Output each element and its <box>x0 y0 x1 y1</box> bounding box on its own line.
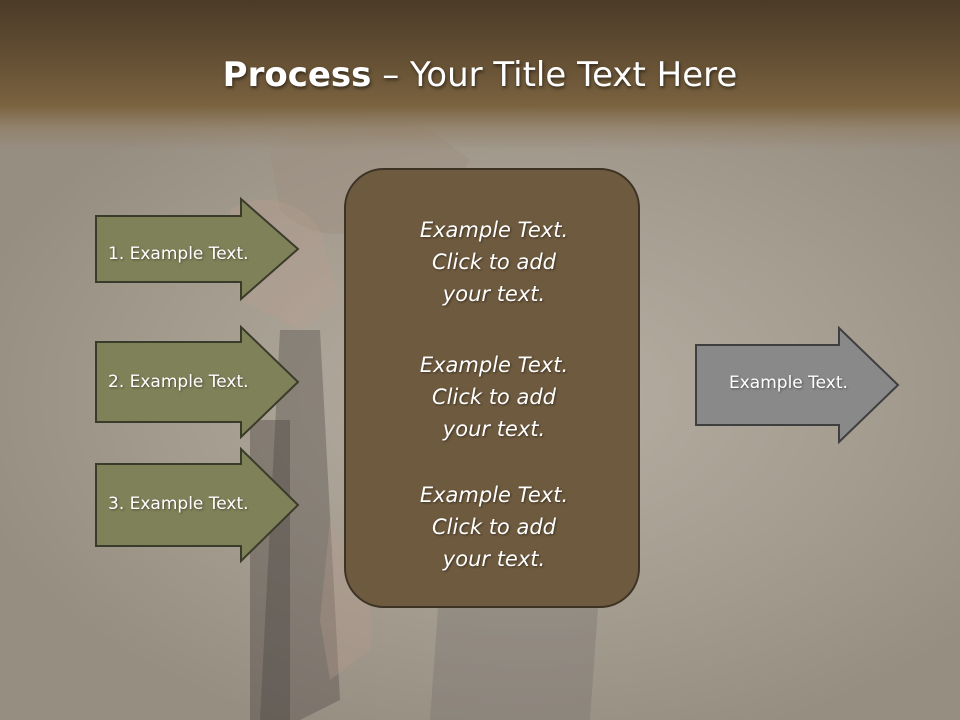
left-arrow-3[interactable]: 3. Example Text. <box>95 446 300 564</box>
center-paragraph-1-line-2: Click to add <box>431 250 556 274</box>
left-arrow-2[interactable]: 2. Example Text. <box>95 324 300 440</box>
left-arrow-1-shape <box>95 196 300 302</box>
title-separator: – <box>371 55 411 95</box>
center-paragraph-1-line-3: your text. <box>442 282 546 306</box>
title-bold: Process <box>222 55 372 95</box>
center-paragraph-2: Example Text. Click to add your text. <box>346 349 642 445</box>
center-paragraph-1-line-1: Example Text. <box>419 218 569 242</box>
center-paragraph-3-line-1: Example Text. <box>419 483 569 507</box>
center-paragraph-2-line-3: your text. <box>442 417 546 441</box>
left-arrow-3-label: 3. Example Text. <box>108 494 249 514</box>
left-arrow-2-shape <box>95 324 300 440</box>
right-arrow-label: Example Text. <box>729 373 848 393</box>
center-paragraph-3: Example Text. Click to add your text. <box>346 479 642 575</box>
title-rest: Your Title Text Here <box>410 55 738 95</box>
right-arrow[interactable]: Example Text. <box>695 325 900 445</box>
left-arrow-2-label: 2. Example Text. <box>108 372 249 392</box>
right-arrow-shape <box>695 325 900 445</box>
center-paragraph-3-line-2: Click to add <box>431 515 556 539</box>
left-arrow-1[interactable]: 1. Example Text. <box>95 196 300 302</box>
center-text-box[interactable]: Example Text. Click to add your text. Ex… <box>344 168 640 608</box>
left-arrow-1-label: 1. Example Text. <box>108 244 249 264</box>
left-arrow-3-shape <box>95 446 300 564</box>
title-bar <box>0 0 960 150</box>
center-paragraph-3-line-3: your text. <box>442 547 546 571</box>
center-paragraph-2-line-2: Click to add <box>431 385 556 409</box>
center-paragraph-2-line-1: Example Text. <box>419 353 569 377</box>
slide-title[interactable]: Process – Your Title Text Here <box>0 50 960 100</box>
center-paragraph-1: Example Text. Click to add your text. <box>346 214 642 310</box>
